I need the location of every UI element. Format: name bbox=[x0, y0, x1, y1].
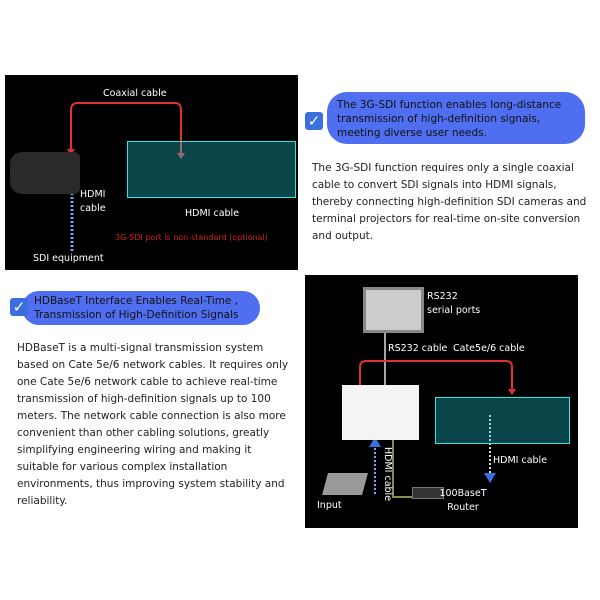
hdbaset-heading: HDBaseT Interface Enables Real-Time , Tr… bbox=[22, 291, 260, 325]
rs232-ports-label: RS232 serial ports bbox=[427, 291, 481, 316]
input-device bbox=[322, 473, 368, 495]
sdi-equipment-label: SDI equipment bbox=[33, 253, 104, 264]
projector-image bbox=[435, 397, 570, 444]
sdi-note: 3G-SDI port is non-standard (optional) bbox=[115, 233, 268, 242]
hdbaset-heading-text: HDBaseT Interface Enables Real-Time , Tr… bbox=[34, 295, 239, 321]
camera-image bbox=[10, 152, 80, 194]
rs232-cable-label: RS232 cable bbox=[388, 343, 448, 354]
router-label: 100BaseT Router bbox=[439, 488, 487, 513]
hdmi-vertical-label: HDMI cable bbox=[382, 447, 393, 502]
sdi-heading: The 3G-SDI function enables long-distanc… bbox=[327, 92, 585, 144]
hdmi-cable-label: HDMI cable bbox=[493, 455, 548, 466]
check-icon: ✓ bbox=[305, 112, 323, 130]
computer-image bbox=[363, 287, 424, 333]
projector-image bbox=[127, 141, 296, 198]
coaxial-label: Coaxial cable bbox=[103, 88, 167, 99]
hdbaset-body: HDBaseT is a multi-signal transmission s… bbox=[17, 342, 289, 507]
sdi-body: The 3G-SDI function requires only a sing… bbox=[312, 162, 587, 242]
hdmi-vertical-label: HDMI cable bbox=[80, 189, 106, 214]
sdi-heading-text: The 3G-SDI function enables long-distanc… bbox=[337, 99, 562, 139]
hdmi-label: HDMI cable bbox=[185, 208, 240, 219]
router-image bbox=[412, 487, 444, 499]
hdbaset-diagram: RS232 serial ports RS232 cable Cate5e/6 … bbox=[305, 275, 578, 528]
cable-lines bbox=[359, 327, 516, 498]
input-label: Input bbox=[317, 500, 342, 511]
check-icon: ✓ bbox=[10, 298, 28, 316]
transmitter-box bbox=[342, 385, 419, 440]
cat-cable-label: Cate5e/6 cable bbox=[453, 343, 525, 354]
sdi-diagram: Coaxial cable HDMI cable HDMI cable 3G-S… bbox=[5, 75, 298, 270]
